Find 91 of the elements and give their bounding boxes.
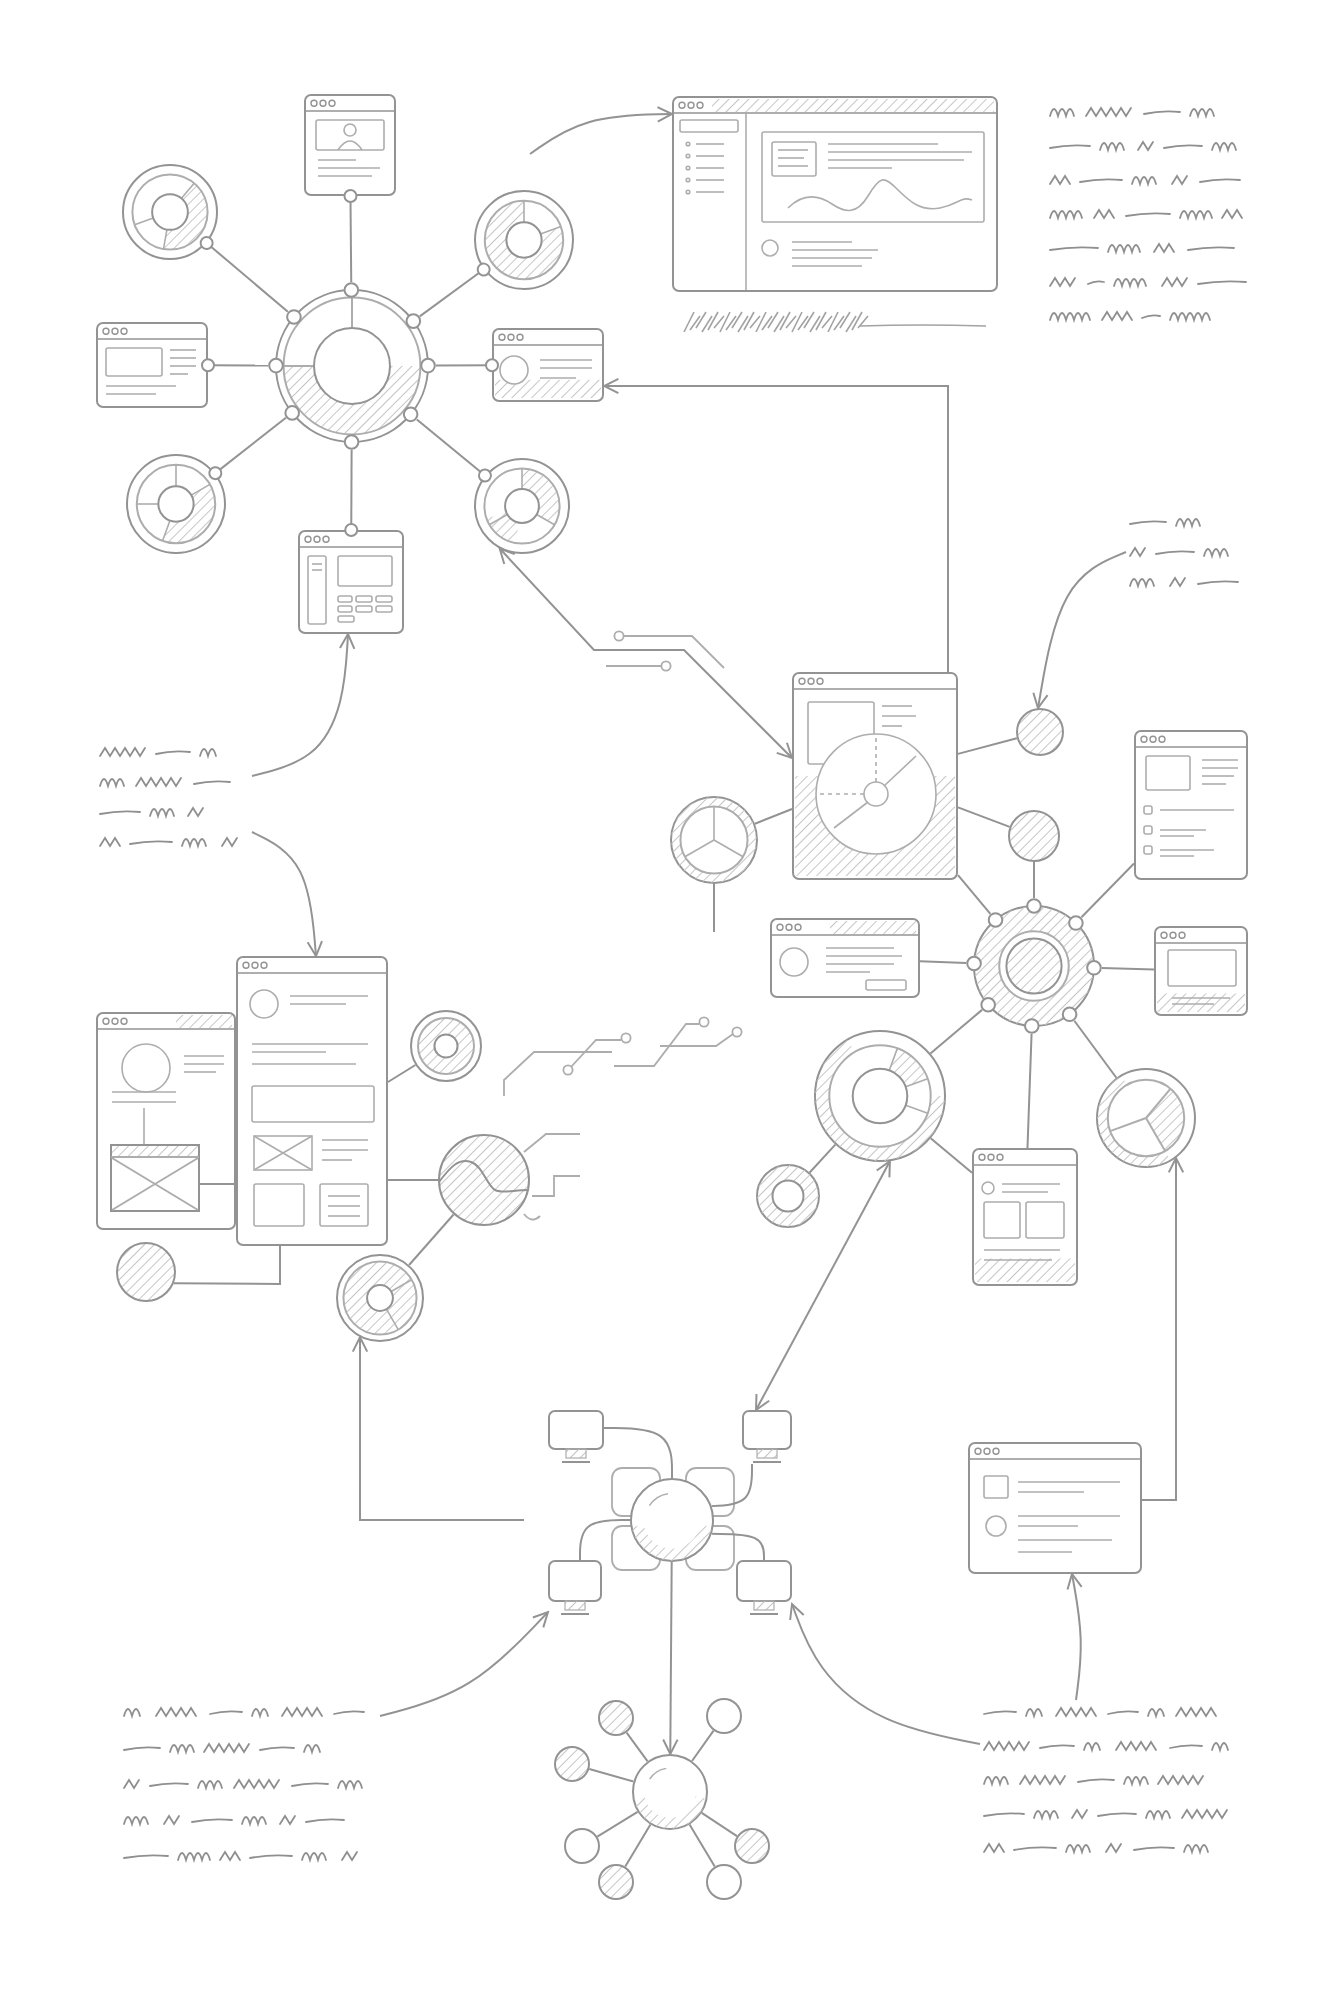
connector-line (199, 1183, 237, 1185)
connector-line (700, 1811, 738, 1838)
donut-chart (122, 164, 218, 260)
connector-line (691, 1729, 715, 1762)
plain-circle (706, 1698, 742, 1734)
browser-window (1154, 926, 1248, 1016)
arrow (251, 831, 323, 957)
double-arrow (755, 1160, 891, 1411)
connector-line (710, 1532, 765, 1561)
hatched-circle (598, 1700, 634, 1736)
arrow (1032, 551, 1127, 710)
double-arrow (498, 547, 793, 759)
connector-line (435, 358, 499, 373)
connector-line (343, 189, 358, 283)
donut-chart (670, 796, 758, 884)
connector-line (415, 418, 492, 483)
hatched-circle (734, 1828, 770, 1864)
browser-window (770, 918, 920, 998)
monitor (736, 1560, 792, 1616)
browser-window (96, 1012, 236, 1230)
donut-chart (410, 1010, 482, 1082)
chart-circle (438, 1134, 530, 1226)
donut-chart (474, 190, 574, 290)
arrow (789, 1603, 981, 1745)
connector-line (957, 737, 1018, 755)
connector-line (919, 960, 968, 965)
monitor (548, 1410, 604, 1464)
hatched-circle (1016, 708, 1064, 756)
arrow (351, 1336, 525, 1521)
connector-line (172, 1245, 281, 1285)
browser-window (236, 956, 388, 1246)
donut-chart (126, 454, 226, 554)
connector-line (596, 1810, 639, 1838)
hub-circle (630, 1478, 714, 1562)
plain-circle (564, 1828, 600, 1864)
connector-line (929, 1137, 973, 1174)
hub-circle (268, 282, 436, 450)
arrow (603, 377, 949, 673)
connector-line (624, 1823, 652, 1868)
connector-line (199, 236, 289, 313)
connector-line (957, 806, 1011, 828)
connector-line (929, 1008, 984, 1055)
image-placeholder (110, 1144, 200, 1212)
hatched-circle (1008, 810, 1060, 862)
connector-line (208, 416, 287, 481)
browser-window (492, 328, 604, 402)
browser-window (968, 1442, 1142, 1574)
browser-window (792, 672, 958, 880)
dashboard-window (672, 96, 998, 292)
connector-line (625, 1731, 649, 1763)
hub-circle (966, 898, 1102, 1034)
connector-line (808, 1143, 837, 1174)
connector-line (957, 874, 992, 915)
connector-line (387, 1064, 417, 1083)
connector-line (408, 1213, 455, 1266)
arrow (1066, 1573, 1083, 1701)
donut-chart (756, 1164, 820, 1228)
donut-chart (336, 1254, 424, 1342)
connector-line (1080, 862, 1135, 919)
connector-line (710, 1463, 753, 1508)
hatched-circle (598, 1864, 634, 1900)
hatched-circle (554, 1746, 590, 1782)
connector-line (344, 449, 359, 537)
pie-chart (1096, 1068, 1196, 1168)
browser-window (96, 322, 208, 408)
connector-line (1100, 967, 1155, 971)
monitor (742, 1410, 792, 1464)
arrow (529, 106, 673, 155)
plain-circle (706, 1864, 742, 1900)
donut-chart (474, 458, 570, 554)
connector-line (1073, 1019, 1118, 1079)
connector-line (418, 262, 491, 318)
connector-line (753, 808, 793, 825)
arrow (251, 633, 356, 777)
monitor (548, 1560, 602, 1616)
donut-chart (814, 1030, 946, 1162)
connector-line (1026, 1032, 1033, 1149)
hatched-circle (116, 1242, 176, 1302)
browser-window (972, 1148, 1078, 1286)
browser-window (1134, 730, 1248, 880)
connector-line (201, 358, 269, 373)
connector-line (588, 1767, 635, 1783)
connector-line (688, 1823, 716, 1868)
browser-window (304, 94, 396, 196)
browser-window (298, 530, 404, 634)
connector-line (1033, 861, 1035, 899)
arrow (379, 1611, 549, 1717)
connector-line (387, 1179, 439, 1181)
arrow (1141, 1157, 1185, 1501)
connector-line (713, 883, 715, 933)
hub-circle (632, 1754, 708, 1830)
